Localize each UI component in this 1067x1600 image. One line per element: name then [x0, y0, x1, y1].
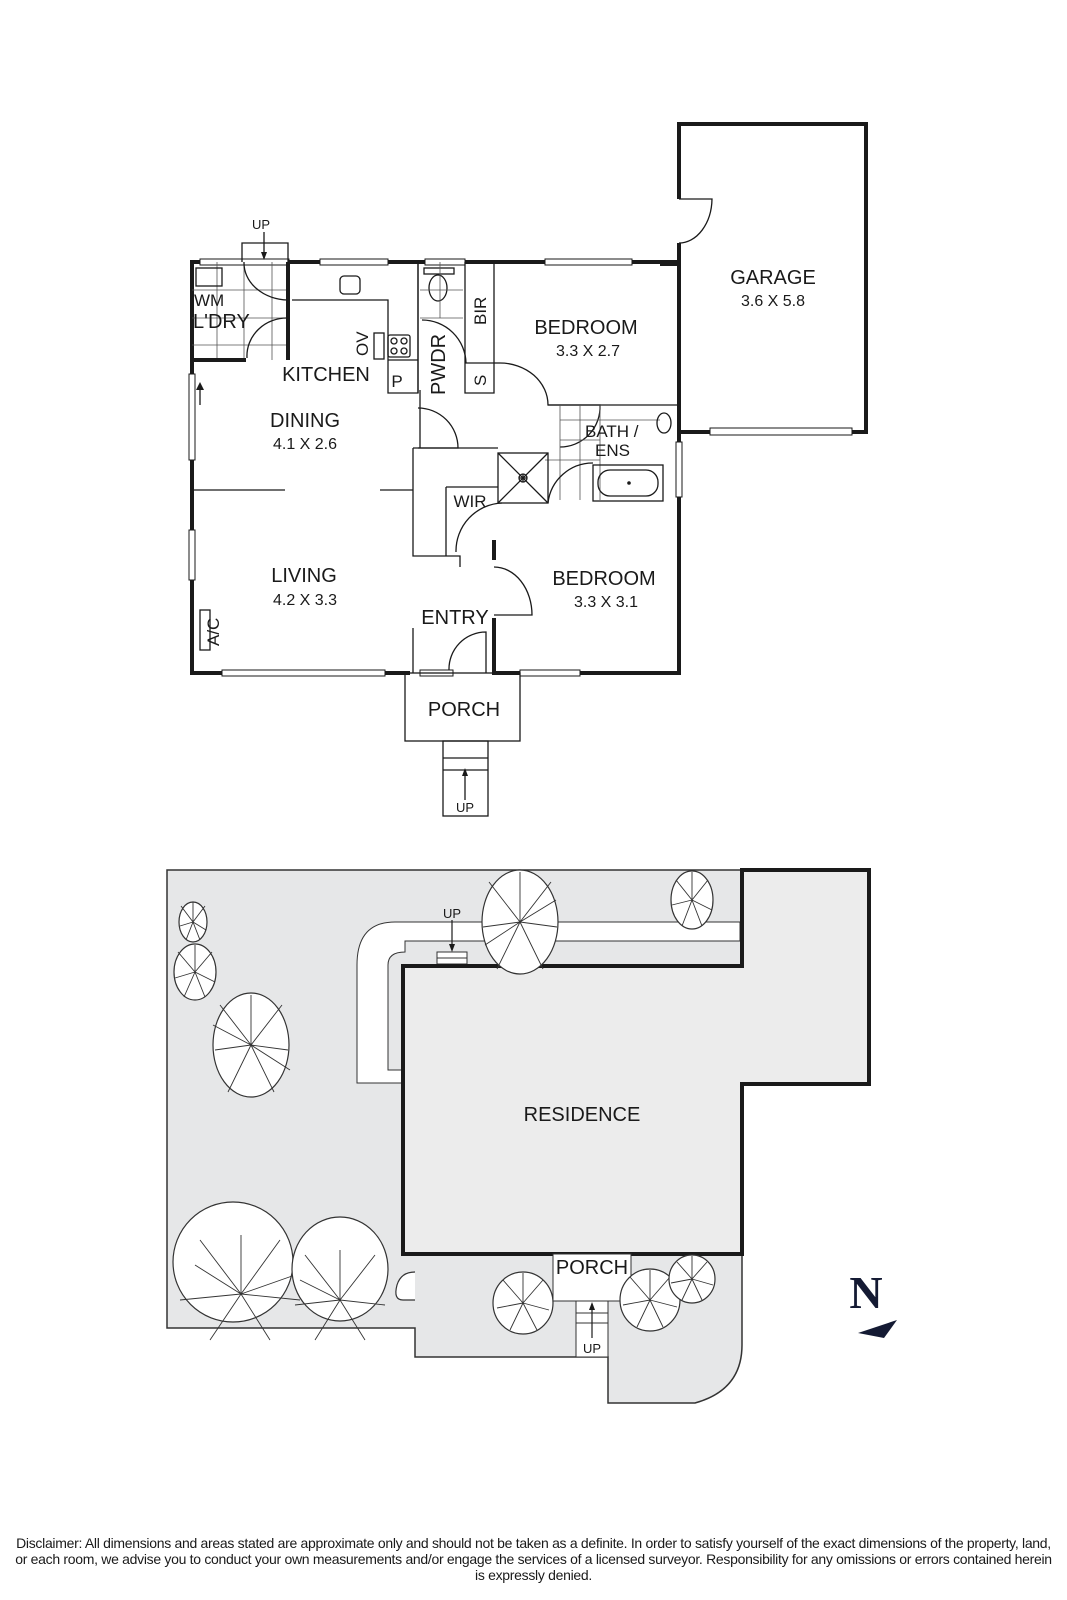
label-bath-1: BATH / [585, 422, 639, 441]
tree-icon [173, 943, 217, 1001]
site-porch [552, 1253, 632, 1302]
label-bedroom-2: BEDROOM [552, 568, 655, 590]
label-laundry-up: UP [252, 217, 270, 232]
tree-icon [172, 1201, 301, 1341]
label-porch: PORCH [428, 699, 500, 721]
label-powder: PWDR [428, 334, 450, 395]
hall-wir [192, 447, 533, 673]
dims-bedroom-1: 3.3 X 2.7 [556, 343, 620, 360]
label-oven: OV [353, 331, 372, 356]
label-dining: DINING [270, 410, 340, 432]
tree-icon [481, 869, 559, 975]
label-storage: S [471, 375, 490, 386]
label-wir: WIR [453, 492, 486, 511]
label-garage: GARAGE [730, 267, 816, 289]
label-kitchen: KITCHEN [282, 364, 370, 386]
disclaimer-text: Disclaimer: All dimensions and areas sta… [15, 1535, 1052, 1583]
tree-icon [670, 870, 714, 930]
powder-room [417, 262, 495, 449]
laundry [192, 232, 290, 362]
dims-dining: 4.1 X 2.6 [273, 436, 337, 453]
label-bath-2: ENS [595, 441, 630, 460]
trees [172, 869, 716, 1341]
label-path-up: UP [443, 906, 461, 921]
entry-porch [199, 609, 521, 817]
tree-icon [668, 1254, 716, 1304]
label-site-porch: PORCH [556, 1257, 628, 1279]
walkway [356, 921, 741, 1084]
dims-living: 4.2 X 3.3 [273, 592, 337, 609]
label-living: LIVING [271, 565, 337, 587]
compass-label: N [849, 1267, 882, 1318]
label-laundry: L'DRY [193, 311, 250, 333]
label-porch-up: UP [456, 800, 474, 815]
label-ac: A/C [204, 618, 223, 646]
site-plan: RESIDENCE PORCH UP UP [166, 868, 871, 1404]
label-residence: RESIDENCE [524, 1104, 641, 1126]
tree-icon [212, 992, 291, 1098]
tree-icon [492, 1271, 554, 1335]
bedroom1-bath [494, 362, 679, 504]
compass-arrow-icon [858, 1320, 897, 1338]
label-wm: WM [194, 291, 224, 310]
room-labels: GARAGE 3.6 X 5.8 BEDROOM 3.3 X 2.7 BEDRO… [193, 217, 816, 815]
label-entry: ENTRY [421, 607, 488, 629]
label-pantry: P [391, 372, 402, 391]
label-site-porch-up: UP [583, 1341, 601, 1356]
label-bir: BIR [471, 297, 490, 325]
tree-icon [291, 1216, 389, 1341]
floor-plan: GARAGE 3.6 X 5.8 BEDROOM 3.3 X 2.7 BEDRO… [188, 122, 868, 817]
label-bedroom-1: BEDROOM [534, 317, 637, 339]
dims-bedroom-2: 3.3 X 3.1 [574, 594, 638, 611]
dims-garage: 3.6 X 5.8 [741, 293, 805, 310]
house-walls [190, 260, 681, 675]
tree-icon [178, 901, 208, 943]
north-compass: N [849, 1267, 897, 1338]
